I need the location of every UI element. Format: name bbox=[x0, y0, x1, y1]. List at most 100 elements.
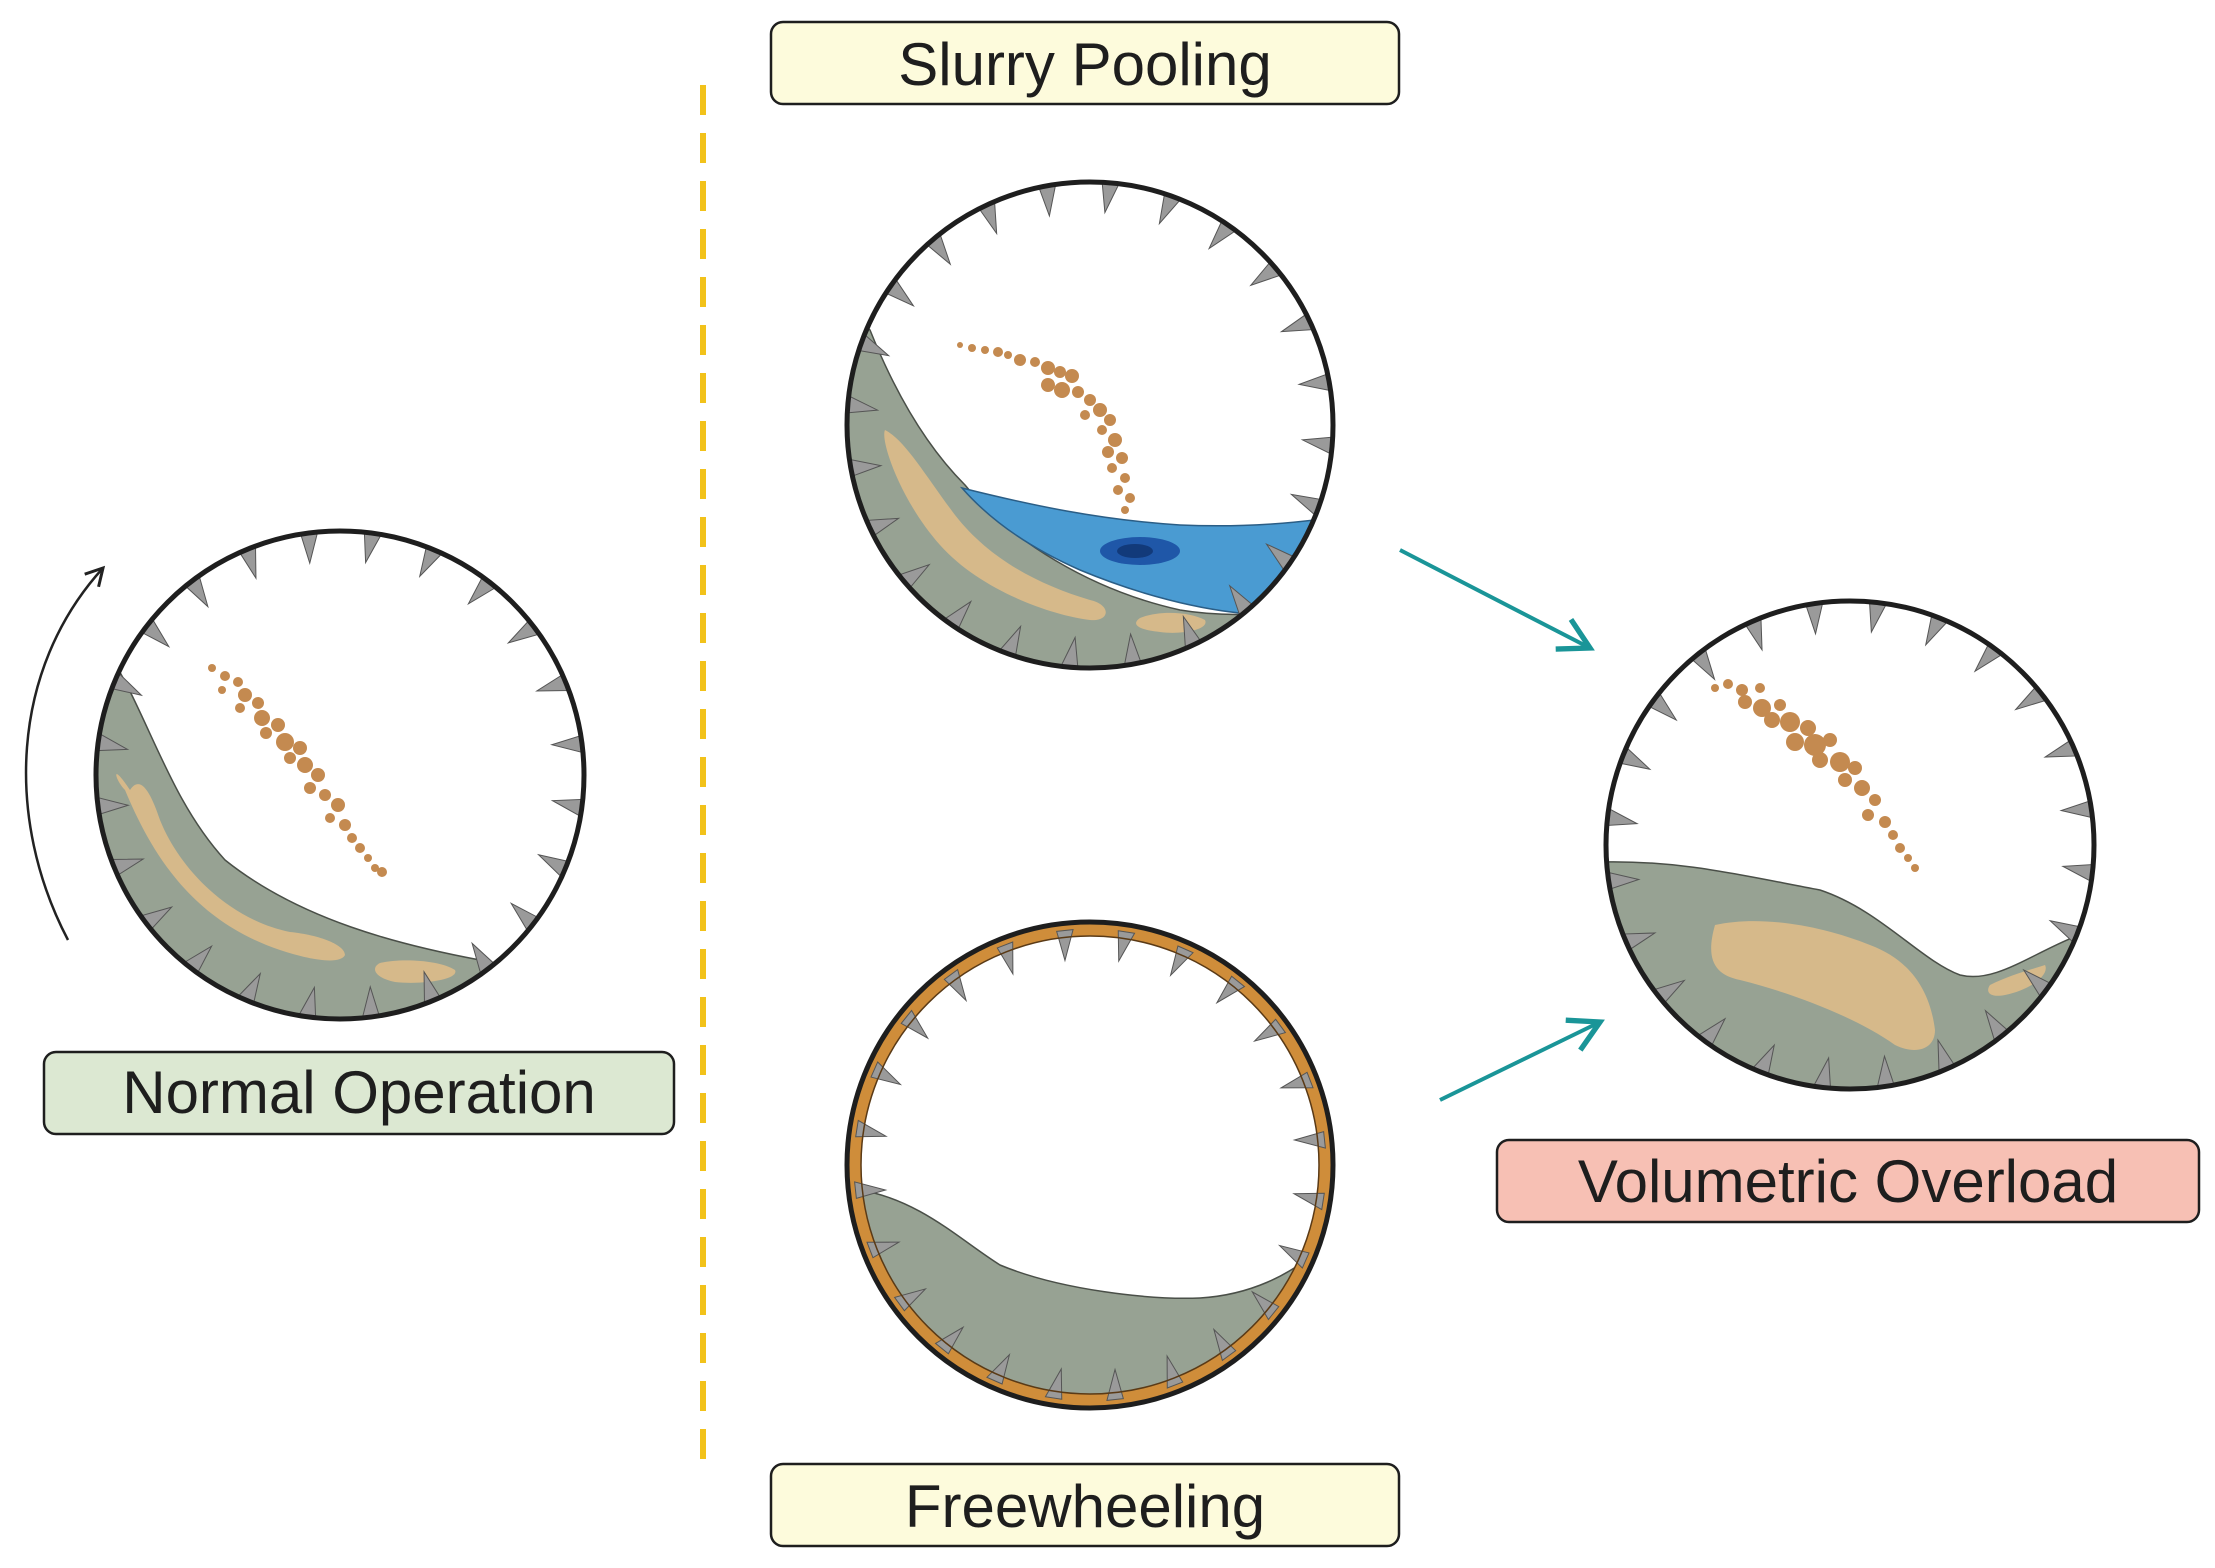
lifter-tooth bbox=[934, 1325, 965, 1355]
slurry-core-inner bbox=[1117, 544, 1153, 558]
ore-particle bbox=[1786, 733, 1804, 751]
transition-arrow-icon bbox=[1399, 548, 1595, 652]
ore-particle bbox=[1800, 720, 1816, 736]
ore-particle bbox=[271, 718, 285, 732]
ore-particle bbox=[364, 854, 372, 862]
ore-particle bbox=[235, 703, 245, 713]
particles bbox=[1711, 679, 1919, 872]
ore-particle bbox=[981, 346, 989, 354]
ore-particle bbox=[1102, 446, 1114, 458]
ore-particle bbox=[1904, 854, 1912, 862]
label-overload-text: Volumetric Overload bbox=[1578, 1148, 2118, 1215]
mill-normal-operation bbox=[93, 528, 587, 1022]
ore-particle bbox=[1093, 403, 1107, 417]
ore-particle bbox=[260, 727, 272, 739]
ore-particle bbox=[1014, 354, 1026, 366]
ore-particle bbox=[293, 741, 307, 755]
ore-particle bbox=[1097, 425, 1107, 435]
ore-particle bbox=[1041, 361, 1055, 375]
particles bbox=[208, 664, 387, 877]
ore-particle bbox=[1041, 378, 1055, 392]
ore-particle bbox=[254, 710, 270, 726]
ore-particle bbox=[220, 671, 230, 681]
ore-particle bbox=[297, 757, 313, 773]
label-slurry-pooling: Slurry Pooling bbox=[769, 20, 1401, 106]
lifter-tooth bbox=[1215, 975, 1246, 1005]
ore-particle bbox=[1838, 773, 1852, 787]
ore-particle bbox=[1104, 414, 1116, 426]
ore-particle bbox=[1830, 752, 1850, 772]
lifter-tooth bbox=[1212, 1327, 1237, 1362]
ore-band bbox=[1711, 921, 1935, 1050]
transition-arrow-icon bbox=[1439, 1017, 1605, 1102]
ore-band-small bbox=[375, 960, 456, 983]
ore-particle bbox=[1120, 473, 1130, 483]
ore-particle bbox=[304, 782, 316, 794]
ore-particle bbox=[1004, 351, 1012, 359]
ore-particle bbox=[1125, 493, 1135, 503]
ore-particle bbox=[1804, 734, 1826, 756]
ore-particle bbox=[1113, 485, 1123, 495]
ore-particle bbox=[1879, 816, 1891, 828]
ore-particle bbox=[1848, 761, 1862, 775]
ore-particle bbox=[1736, 684, 1748, 696]
ore-particle bbox=[371, 864, 379, 872]
ore-particle bbox=[1080, 410, 1090, 420]
ore-particle bbox=[347, 833, 357, 843]
lifter-tooth bbox=[1250, 1290, 1280, 1321]
label-normal-operation: Normal Operation bbox=[42, 1050, 676, 1136]
ore-particle bbox=[1107, 463, 1117, 473]
lifter-tooth bbox=[900, 1009, 930, 1040]
lifter-tooth bbox=[943, 968, 968, 1003]
ore-particle bbox=[284, 752, 296, 764]
ore-particle bbox=[1862, 809, 1874, 821]
lifter-tooth bbox=[1252, 1018, 1287, 1043]
ore-particle bbox=[208, 664, 216, 672]
ore-particle bbox=[1764, 712, 1780, 728]
ore-particle bbox=[311, 768, 325, 782]
label-freewheeling: Freewheeling bbox=[769, 1462, 1401, 1548]
ore-particle bbox=[252, 697, 264, 709]
ore-particle bbox=[1753, 699, 1771, 717]
teeth bbox=[847, 182, 1333, 668]
particles bbox=[957, 342, 1135, 514]
ore-particle bbox=[238, 688, 252, 702]
ore-particle bbox=[276, 733, 294, 751]
ore-particle bbox=[1108, 433, 1122, 447]
ore-particle bbox=[1072, 386, 1084, 398]
ore-particle bbox=[1869, 794, 1881, 806]
label-freewheeling-text: Freewheeling bbox=[905, 1473, 1265, 1540]
ore-particle bbox=[233, 677, 243, 687]
ore-particle bbox=[1738, 695, 1752, 709]
lifter-tooth bbox=[1279, 1071, 1314, 1089]
ore-particle bbox=[1054, 382, 1070, 398]
ore-particle bbox=[331, 798, 345, 812]
ore-particle bbox=[218, 686, 226, 694]
ore-particle bbox=[1121, 506, 1129, 514]
ore-particle bbox=[1895, 843, 1905, 853]
ore-band-small bbox=[1988, 965, 2046, 996]
ore-particle bbox=[1084, 394, 1096, 406]
ore-particle bbox=[1888, 830, 1898, 840]
ore-particle bbox=[1823, 733, 1837, 747]
rotation-arrow-icon bbox=[24, 565, 106, 941]
ore-particle bbox=[1755, 683, 1765, 693]
mill-freewheeling bbox=[844, 919, 1336, 1411]
ore-particle bbox=[1812, 752, 1828, 768]
lifter-tooth bbox=[1166, 1354, 1184, 1389]
ore-particle bbox=[1723, 679, 1733, 689]
mill-volumetric-overload bbox=[1603, 598, 2097, 1092]
ore-particle bbox=[1854, 780, 1870, 796]
ore-particle bbox=[339, 819, 351, 831]
ore-particle bbox=[377, 867, 387, 877]
ore-particle bbox=[1116, 452, 1128, 464]
ore-particle bbox=[1711, 684, 1719, 692]
mill-slurry-pooling bbox=[844, 179, 1336, 671]
ore-band bbox=[116, 774, 345, 961]
ore-particle bbox=[968, 344, 976, 352]
ore-particle bbox=[1065, 369, 1079, 383]
ore-particle bbox=[957, 342, 963, 348]
label-slurry-text: Slurry Pooling bbox=[898, 31, 1272, 98]
ore-particle bbox=[325, 813, 335, 823]
